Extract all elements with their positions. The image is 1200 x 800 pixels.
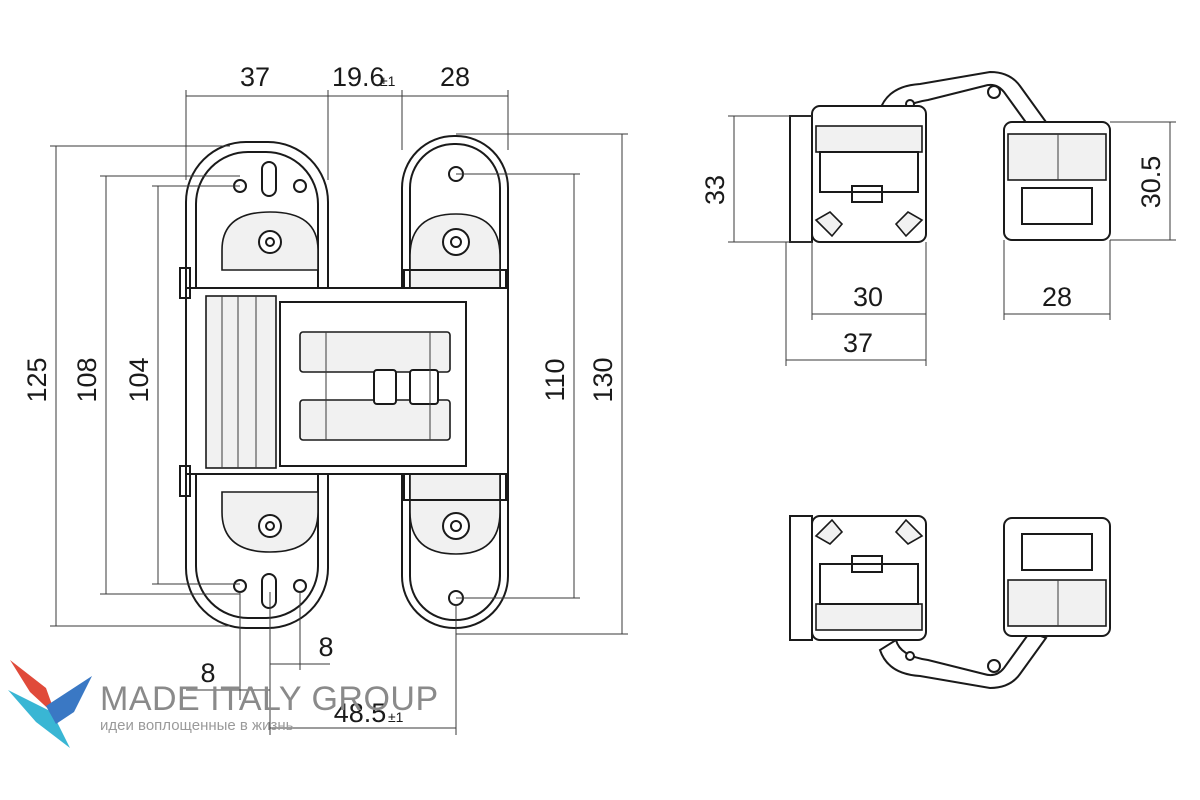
left-top-slot [261,161,277,197]
dim-height-body-left: 104 [124,357,154,402]
logo-mark-cyan [8,690,70,748]
dim-height-total-right: 130 [588,357,618,402]
dim-bottom-right-offset: 8 [318,632,333,662]
dim-bottom-span: 48.5 [334,698,387,728]
front-view: 37 19.6 ±1 28 125 108 104 110 130 8 [22,62,628,735]
logo-mark-blue [46,676,92,724]
brand-logo: MADE ITALY GROUP идеи воплощенные в жизн… [8,660,439,748]
mechanism-link-upper [299,331,451,373]
dim-side-right-height: 30.5 [1136,156,1166,209]
dim-top-gap: 19.6 [332,62,385,92]
side-view-bottom [789,515,1111,690]
side-view-top: 33 30.5 30 37 28 [700,70,1176,366]
logo-tagline: идеи воплощенные в жизнь [100,717,294,734]
dim-side-right-width: 28 [1042,282,1072,312]
dim-height-holes-left: 108 [72,357,102,402]
dim-top-gap-tol: ±1 [380,73,396,89]
dim-bottom-left-offset: 8 [200,658,215,688]
mechanism-pin-right [409,369,439,405]
logo-mark-red [10,660,56,716]
dim-height-total-left: 125 [22,357,52,402]
left-bottom-hole-a [233,579,247,593]
logo-name: MADE ITALY GROUP [100,680,439,718]
mechanism-link-lower [299,399,451,441]
side-top-pivot-a-icon [987,85,1001,99]
dim-bottom-span-tol: ±1 [388,709,404,725]
dim-height-body-right: 110 [540,358,570,401]
mechanism-pin-left [373,369,397,405]
dim-side-outer-width: 37 [843,328,873,358]
side-bottom-pivot-b-icon [905,651,915,661]
dim-top-left-width: 37 [240,62,270,92]
dim-side-left-height: 33 [700,175,730,205]
dim-side-inner-width: 30 [853,282,883,312]
dim-top-right-width: 28 [440,62,470,92]
left-top-hole-b [293,179,307,193]
left-bottom-hole-b [293,579,307,593]
side-bottom-pivot-a-icon [987,659,1001,673]
left-bottom-slot [261,573,277,609]
